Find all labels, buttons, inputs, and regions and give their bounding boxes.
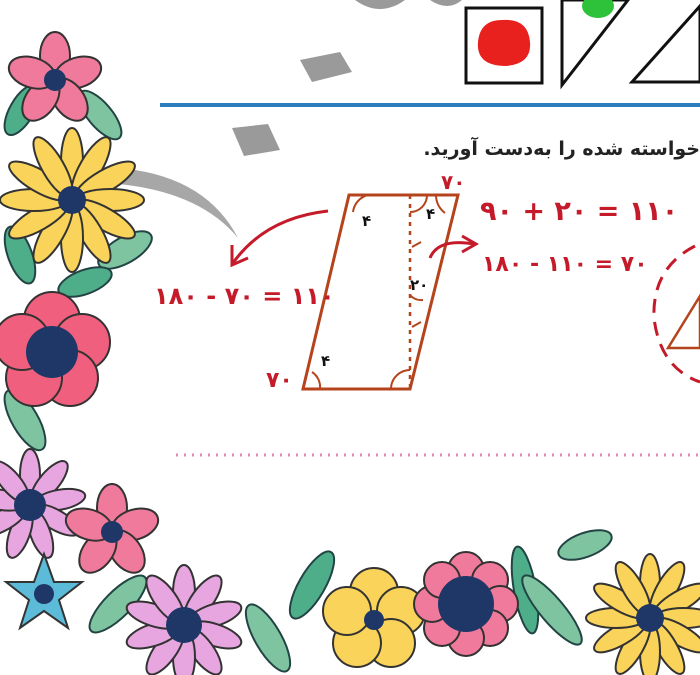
decor-swoosh-left	[118, 168, 238, 238]
triangle-icon-outline	[628, 3, 700, 84]
red-blob-icon	[477, 19, 531, 66]
instruction-text: خواسته شده را به‌دست آورید.	[423, 138, 700, 160]
decor-diamond-1	[300, 52, 352, 82]
flower-border-left	[0, 31, 160, 631]
arrow-right-head	[461, 234, 480, 254]
angle-bottom-left-outer: ۷۰	[266, 368, 293, 393]
triangle-icon-green	[560, 0, 630, 90]
parallelogram-figure	[301, 193, 460, 391]
arrow-left-head	[230, 245, 249, 268]
equation-mid-right: ۱۸۰ - ۱۱۰ = ۷۰	[482, 252, 648, 277]
arrow-left	[231, 209, 329, 264]
decor-swoosh-top-2	[430, 0, 462, 6]
angle-top-right-inside: ۴	[426, 205, 436, 223]
angle-top-outer-right: ۷۰	[441, 170, 466, 194]
angle-bottom-left-inside: ۴	[321, 352, 331, 370]
flower-border-bottom	[88, 529, 700, 675]
arrow-right	[428, 241, 475, 259]
angle-top-left-inside: ۴	[362, 212, 372, 230]
green-blob-icon	[582, 0, 614, 18]
equation-top-right: ۹۰ + ۲۰ = ۱۱۰	[480, 196, 679, 227]
decor-swoosh-top	[355, 0, 405, 9]
small-triangle-right	[665, 293, 700, 350]
angle-middle-inside: ۲۰	[410, 276, 429, 294]
equation-left: ۱۸۰ - ۷۰ = ۱۱۰	[154, 282, 335, 310]
decor-diamond-2	[232, 124, 280, 156]
dashed-circle-partial	[652, 244, 700, 384]
